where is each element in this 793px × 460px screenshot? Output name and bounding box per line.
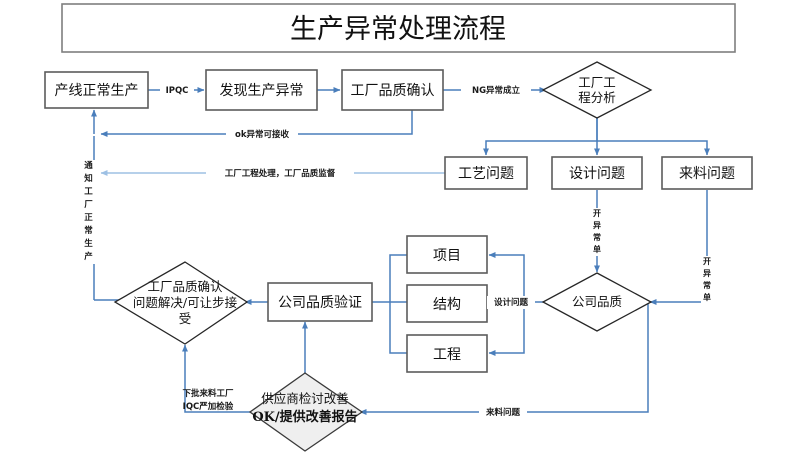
edge-supplier-to-qcdecision bbox=[182, 344, 258, 413]
label-bg-material-issue bbox=[479, 406, 527, 419]
node-found-abnormal[interactable] bbox=[205, 69, 318, 111]
edge-material-bottom-to-supplier bbox=[359, 302, 649, 415]
title-box bbox=[61, 3, 736, 53]
node-project-label: 项目 bbox=[433, 248, 461, 264]
edge-material-to-companyquality bbox=[649, 190, 708, 305]
node-factory-qc-decision[interactable] bbox=[113, 261, 249, 345]
node-structure-label: 结构 bbox=[433, 297, 461, 313]
edge-label-notify-normal: 通知工厂正常生产 bbox=[82, 160, 95, 264]
node-factory-qc-confirm-label: 工厂品质确认 bbox=[351, 83, 435, 99]
edge-label-ng-abnormal: NG异常成立 bbox=[472, 85, 521, 96]
node-factory-qc-decision-line1: 工厂品质确认 bbox=[147, 279, 223, 294]
node-supplier-review-line1: 供应商检讨改善 bbox=[261, 391, 349, 406]
node-material-issue-label: 来料问题 bbox=[679, 166, 735, 182]
edge-bus-to-project bbox=[488, 252, 525, 302]
edge-label-material-issue: 来料问题 bbox=[485, 407, 521, 418]
label-bg-design-issue bbox=[487, 296, 535, 309]
node-structure[interactable] bbox=[406, 284, 488, 323]
edge-engineering-to-verify bbox=[389, 302, 407, 354]
node-company-quality-label: 公司品质 bbox=[572, 294, 622, 309]
node-supplier-review-line2: OK/提供改善报告 bbox=[252, 409, 357, 425]
node-factory-qc-decision-line3: 受 bbox=[179, 311, 192, 326]
edge-bus-to-engineering bbox=[488, 302, 525, 356]
edge-label-ipqc: IPQC bbox=[166, 86, 189, 96]
node-design-issue[interactable] bbox=[551, 156, 643, 190]
node-company-quality-verify[interactable] bbox=[267, 282, 373, 322]
node-factory-qc-confirm[interactable] bbox=[341, 69, 444, 111]
node-process-issue[interactable] bbox=[444, 156, 528, 190]
edge-enganalysis-to-material bbox=[597, 140, 710, 156]
node-factory-eng-analysis[interactable] bbox=[541, 61, 653, 119]
node-found-abnormal-label: 发现生产异常 bbox=[220, 83, 304, 99]
node-supplier-review[interactable] bbox=[248, 372, 364, 452]
node-engineering[interactable] bbox=[406, 334, 488, 373]
label-bg-ng bbox=[461, 83, 531, 96]
node-factory-qc-decision-line2: 问题解决/可让步接 bbox=[133, 295, 238, 310]
edge-label-design-issue: 设计问题 bbox=[494, 297, 529, 308]
node-material-issue[interactable] bbox=[661, 156, 753, 190]
node-process-issue-label: 工艺问题 bbox=[458, 166, 514, 182]
node-design-issue-label: 设计问题 bbox=[569, 166, 625, 182]
edge-label-next-lot-line1: 下批来料工厂 bbox=[182, 388, 234, 399]
edge-ok-acceptable bbox=[100, 108, 413, 137]
edge-project-to-verify bbox=[389, 254, 407, 302]
node-production-normal-label: 产线正常生产 bbox=[55, 83, 139, 99]
label-bg-eng-handle bbox=[206, 167, 354, 180]
node-project[interactable] bbox=[406, 235, 488, 274]
node-factory-eng-analysis-label2: 程分析 bbox=[578, 90, 616, 105]
node-production-normal[interactable] bbox=[44, 71, 149, 109]
node-company-quality[interactable] bbox=[541, 272, 653, 332]
edge-label-next-lot-line2: IQC严加检验 bbox=[183, 401, 234, 412]
edge-enganalysis-bus bbox=[483, 117, 598, 156]
node-engineering-label: 工程 bbox=[433, 347, 461, 363]
edge-label-factory-eng-handle: 工厂工程处理，工厂品质监督 bbox=[225, 168, 336, 179]
edge-label-open-form-design: 开异常单 bbox=[591, 208, 603, 256]
edge-label-ok-acceptable: ok异常可接收 bbox=[235, 129, 289, 140]
node-factory-eng-analysis-label1: 工厂工 bbox=[578, 75, 616, 90]
label-bg-ipqc bbox=[160, 84, 194, 97]
edge-label-open-form-material: 开异常单 bbox=[701, 256, 713, 304]
node-company-quality-verify-label: 公司品质验证 bbox=[278, 295, 362, 311]
label-bg-ok bbox=[226, 128, 298, 141]
page-title: 生产异常处理流程 bbox=[290, 14, 506, 45]
